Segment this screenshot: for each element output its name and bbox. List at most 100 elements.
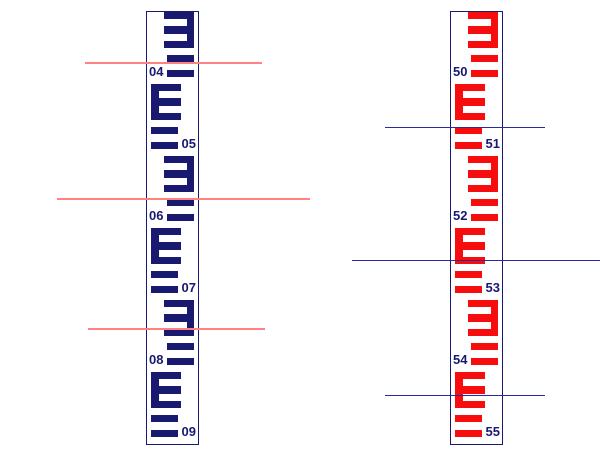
scale-label: 52 bbox=[453, 208, 468, 223]
gauge-decimeter-block: 55 bbox=[451, 372, 502, 444]
e-mark-arm bbox=[468, 314, 498, 322]
e-mark-arm bbox=[151, 84, 181, 92]
e-mark-icon bbox=[455, 228, 485, 264]
scale-bar bbox=[167, 69, 194, 77]
e-mark-arm bbox=[164, 156, 194, 164]
scale-bar bbox=[151, 285, 178, 293]
e-mark-stem bbox=[455, 228, 463, 264]
e-mark-arm bbox=[151, 386, 181, 394]
scale-label: 04 bbox=[149, 64, 164, 79]
e-mark-stem bbox=[490, 156, 498, 192]
scale-bar bbox=[151, 127, 178, 135]
water-level-line bbox=[85, 62, 262, 64]
gauge-decimeter-block: 51 bbox=[451, 84, 502, 156]
scale-label: 51 bbox=[485, 136, 500, 151]
scale-label: 54 bbox=[453, 352, 468, 367]
e-mark-stem bbox=[186, 300, 194, 336]
scale-label: 55 bbox=[485, 424, 500, 439]
scale-bar bbox=[471, 213, 498, 221]
e-mark-arm bbox=[151, 372, 181, 380]
e-mark-icon bbox=[164, 300, 194, 336]
e-mark-arm bbox=[455, 400, 485, 408]
scale-bar bbox=[455, 285, 482, 293]
gauge-decimeter-block: 08 bbox=[147, 300, 198, 372]
scale-bar bbox=[151, 141, 178, 149]
scale-bar bbox=[471, 343, 498, 351]
e-mark-arm bbox=[468, 170, 498, 178]
gauge-decimeter-block: 06 bbox=[147, 156, 198, 228]
gauge-decimeter-block: 04 bbox=[147, 12, 198, 84]
e-mark-arm bbox=[468, 184, 498, 192]
e-mark-arm bbox=[468, 26, 498, 34]
scale-bar bbox=[151, 429, 178, 437]
scale-bar bbox=[167, 357, 194, 365]
e-mark-arm bbox=[151, 256, 181, 264]
e-mark-stem bbox=[151, 84, 159, 120]
e-mark-icon bbox=[468, 12, 498, 48]
e-mark-stem bbox=[151, 372, 159, 408]
e-mark-arm bbox=[455, 98, 485, 106]
gauge-decimeter-block: 07 bbox=[147, 228, 198, 300]
scale-bar bbox=[471, 69, 498, 77]
scale-bar bbox=[455, 429, 482, 437]
gauge-decimeter-block: 05 bbox=[147, 84, 198, 156]
water-level-line bbox=[352, 260, 600, 261]
e-mark-arm bbox=[468, 328, 498, 336]
gauge-decimeter-block: 50 bbox=[451, 12, 502, 84]
e-mark-arm bbox=[151, 242, 181, 250]
water-level-line bbox=[57, 198, 310, 200]
e-mark-icon bbox=[164, 156, 194, 192]
gauge-decimeter-block: 52 bbox=[451, 156, 502, 228]
e-mark-arm bbox=[455, 228, 485, 236]
scale-bar bbox=[455, 141, 482, 149]
scale-label: 50 bbox=[453, 64, 468, 79]
e-mark-arm bbox=[455, 386, 485, 394]
scale-label: 07 bbox=[181, 280, 196, 295]
scale-bar bbox=[471, 55, 498, 63]
e-mark-arm bbox=[468, 40, 498, 48]
gauge-decimeter-block: 09 bbox=[147, 372, 198, 444]
e-mark-arm bbox=[455, 84, 485, 92]
e-mark-stem bbox=[186, 156, 194, 192]
water-level-line bbox=[385, 395, 545, 396]
e-mark-stem bbox=[186, 12, 194, 48]
e-mark-arm bbox=[164, 26, 194, 34]
e-mark-arm bbox=[151, 112, 181, 120]
scale-bar bbox=[471, 357, 498, 365]
e-mark-arm bbox=[468, 156, 498, 164]
scale-bar bbox=[167, 343, 194, 351]
e-mark-arm bbox=[455, 112, 485, 120]
e-mark-arm bbox=[164, 170, 194, 178]
e-mark-arm bbox=[164, 184, 194, 192]
scale-bar bbox=[167, 199, 194, 207]
scale-bar bbox=[455, 271, 482, 279]
e-mark-stem bbox=[455, 84, 463, 120]
e-mark-arm bbox=[468, 12, 498, 20]
scale-bar bbox=[151, 271, 178, 279]
e-mark-arm bbox=[468, 300, 498, 308]
e-mark-arm bbox=[455, 372, 485, 380]
gauge-decimeter-block: 53 bbox=[451, 228, 502, 300]
e-mark-stem bbox=[151, 228, 159, 264]
e-mark-arm bbox=[151, 400, 181, 408]
scale-bar bbox=[151, 415, 178, 423]
e-mark-arm bbox=[151, 98, 181, 106]
e-mark-icon bbox=[151, 372, 181, 408]
scale-bar bbox=[167, 213, 194, 221]
scale-label: 53 bbox=[485, 280, 500, 295]
e-mark-icon bbox=[468, 300, 498, 336]
water-level-line bbox=[385, 127, 545, 128]
e-mark-arm bbox=[455, 242, 485, 250]
e-mark-stem bbox=[455, 372, 463, 408]
e-mark-stem bbox=[490, 300, 498, 336]
e-mark-icon bbox=[455, 372, 485, 408]
e-mark-arm bbox=[164, 328, 194, 336]
scale-bar bbox=[455, 415, 482, 423]
e-mark-arm bbox=[164, 12, 194, 20]
gauge-decimeter-block: 54 bbox=[451, 300, 502, 372]
e-mark-icon bbox=[455, 84, 485, 120]
scale-bar bbox=[455, 127, 482, 135]
water-level-line bbox=[88, 328, 265, 330]
